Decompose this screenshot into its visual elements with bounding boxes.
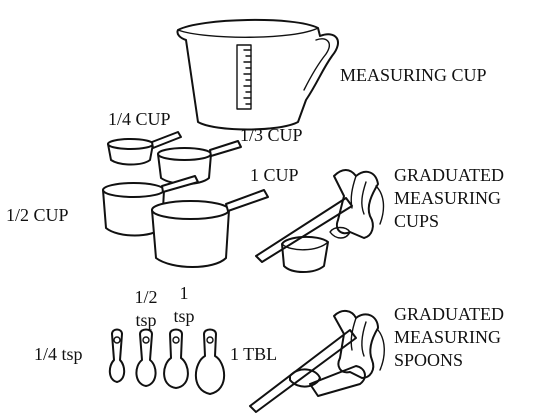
half-cup-label: 1/2 CUP <box>6 206 69 224</box>
graduated-cups-label: GRADUATED MEASURING CUPS <box>394 164 504 233</box>
half-tsp-label: 1/2 tsp <box>126 286 166 332</box>
one-tbl-label: 1 TBL <box>230 345 277 363</box>
measuring-cup-icon <box>177 20 338 130</box>
quarter-tsp-label: 1/4 tsp <box>34 345 83 363</box>
third-cup-label: 1/3 CUP <box>240 126 303 144</box>
quarter-cup-label: 1/4 CUP <box>108 110 171 128</box>
graduated-spoons-label: GRADUATED MEASURING SPOONS <box>394 303 504 372</box>
one-cup-label: 1 CUP <box>250 166 299 184</box>
measuring-cup-label: MEASURING CUP <box>340 66 487 84</box>
measuring-spoons-icon <box>110 330 224 395</box>
leveling-cup-hand-icon <box>256 170 383 272</box>
one-tsp-label: 1 tsp <box>164 282 204 328</box>
graduated-cups-icon <box>103 132 268 267</box>
